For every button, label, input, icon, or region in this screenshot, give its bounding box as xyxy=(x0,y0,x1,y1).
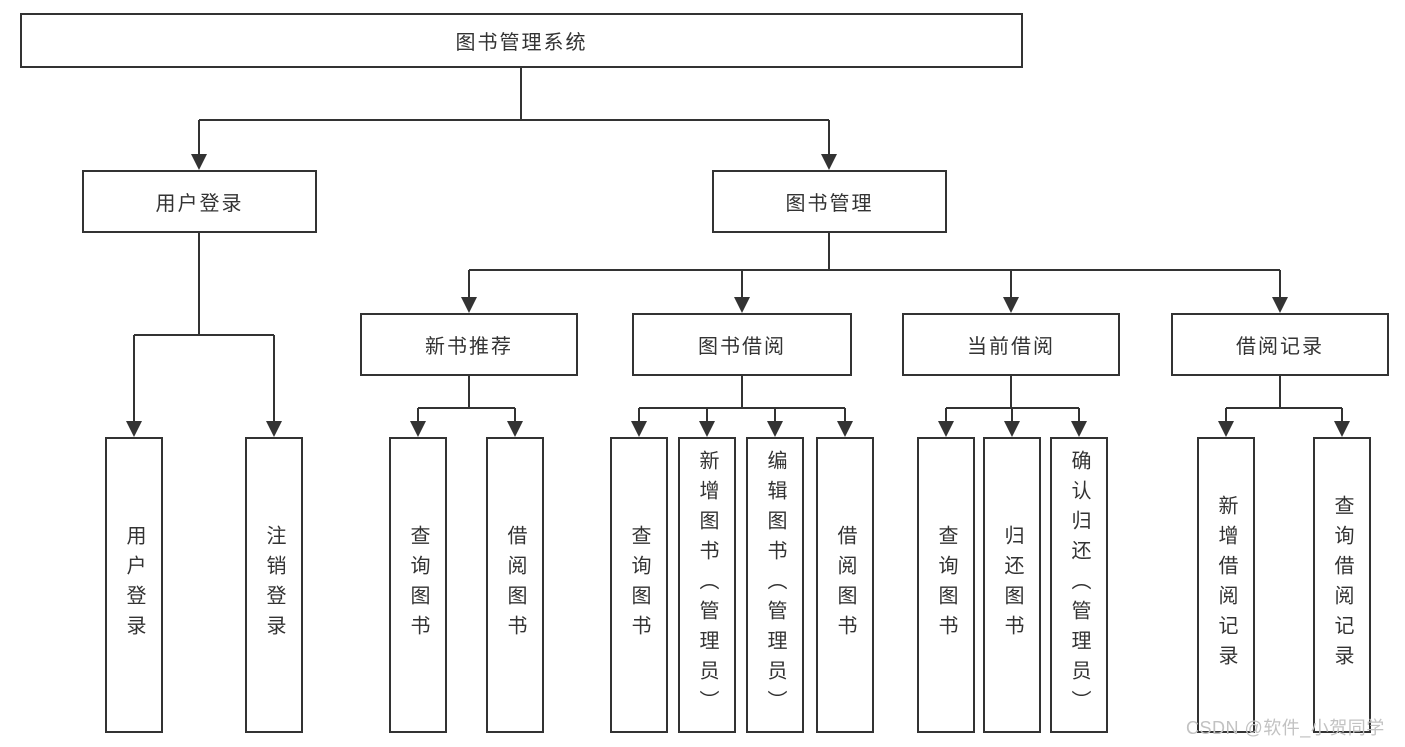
node-leaf-query-borrow-record: 查询借阅记录 xyxy=(1313,437,1371,733)
node-leaf-query-books-1: 查询图书 xyxy=(389,437,447,733)
arrowhead xyxy=(266,421,282,437)
arrowhead xyxy=(1334,421,1350,437)
node-leaf-query-books-3: 查询图书 xyxy=(917,437,975,733)
arrowhead xyxy=(1218,421,1234,437)
node-root: 图书管理系统 xyxy=(20,13,1023,68)
arrowhead xyxy=(821,154,837,170)
arrowhead xyxy=(461,297,477,313)
arrowhead xyxy=(126,421,142,437)
node-leaf-edit-books-admin: 编辑图书（管理员） xyxy=(746,437,804,733)
node-user-login: 用户登录 xyxy=(82,170,317,233)
node-leaf-return-books: 归还图书 xyxy=(983,437,1041,733)
node-current-borrow: 当前借阅 xyxy=(902,313,1120,376)
csdn-watermark: CSDN @软件_小贺同学 xyxy=(1186,718,1385,738)
arrowhead xyxy=(734,297,750,313)
node-leaf-borrow-books-2: 借阅图书 xyxy=(816,437,874,733)
node-leaf-user-login: 用户登录 xyxy=(105,437,163,733)
node-new-book-recommend: 新书推荐 xyxy=(360,313,578,376)
arrowhead xyxy=(837,421,853,437)
arrowhead xyxy=(938,421,954,437)
arrowhead xyxy=(410,421,426,437)
arrowhead xyxy=(631,421,647,437)
arrowhead xyxy=(507,421,523,437)
node-leaf-logout: 注销登录 xyxy=(245,437,303,733)
connector-book-management xyxy=(468,233,1281,300)
node-borrow-records: 借阅记录 xyxy=(1171,313,1389,376)
node-book-management: 图书管理 xyxy=(712,170,947,233)
node-leaf-confirm-return-admin: 确认归还（管理员） xyxy=(1050,437,1108,733)
arrowhead xyxy=(1071,421,1087,437)
connector-root xyxy=(198,68,830,157)
node-leaf-borrow-books-1: 借阅图书 xyxy=(486,437,544,733)
arrowhead xyxy=(1272,297,1288,313)
connector-new-book-recommend xyxy=(417,376,516,424)
arrowhead xyxy=(1004,421,1020,437)
arrowhead xyxy=(767,421,783,437)
connector-book-borrow xyxy=(638,376,846,424)
arrowhead xyxy=(699,421,715,437)
node-book-borrow: 图书借阅 xyxy=(632,313,852,376)
connector-borrow-records xyxy=(1225,376,1343,424)
arrowhead xyxy=(1003,297,1019,313)
connector-user-login xyxy=(133,233,275,424)
node-leaf-query-books-2: 查询图书 xyxy=(610,437,668,733)
connector-current-borrow xyxy=(945,376,1080,424)
arrowhead xyxy=(191,154,207,170)
node-leaf-add-books-admin: 新增图书（管理员） xyxy=(678,437,736,733)
node-leaf-add-borrow-record: 新增借阅记录 xyxy=(1197,437,1255,733)
